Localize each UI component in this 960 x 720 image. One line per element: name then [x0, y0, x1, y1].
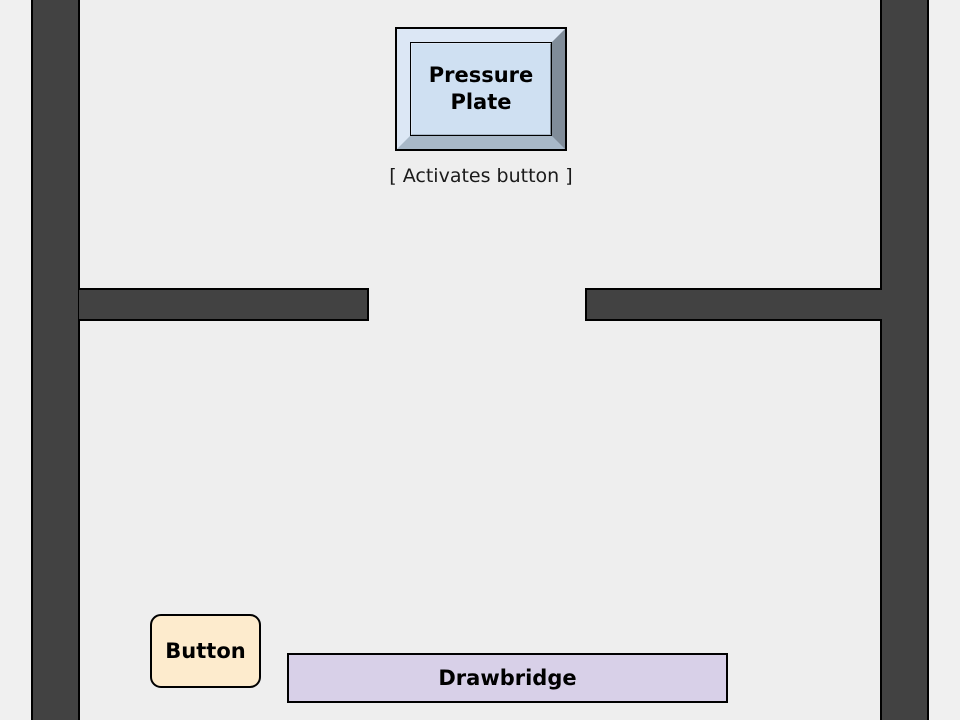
- right-ledge: [585, 288, 882, 321]
- button-node-label: Button: [165, 639, 246, 663]
- drawbridge-node-label: Drawbridge: [438, 666, 577, 690]
- drawbridge-node[interactable]: Drawbridge: [287, 653, 728, 703]
- button-node[interactable]: Button: [150, 614, 261, 688]
- pressure-plate[interactable]: [395, 27, 567, 151]
- left-ledge: [79, 288, 369, 321]
- right-wall: [880, 0, 929, 720]
- left-wall: [31, 0, 80, 720]
- pressure-plate-caption: [ Activates button ]: [389, 165, 573, 187]
